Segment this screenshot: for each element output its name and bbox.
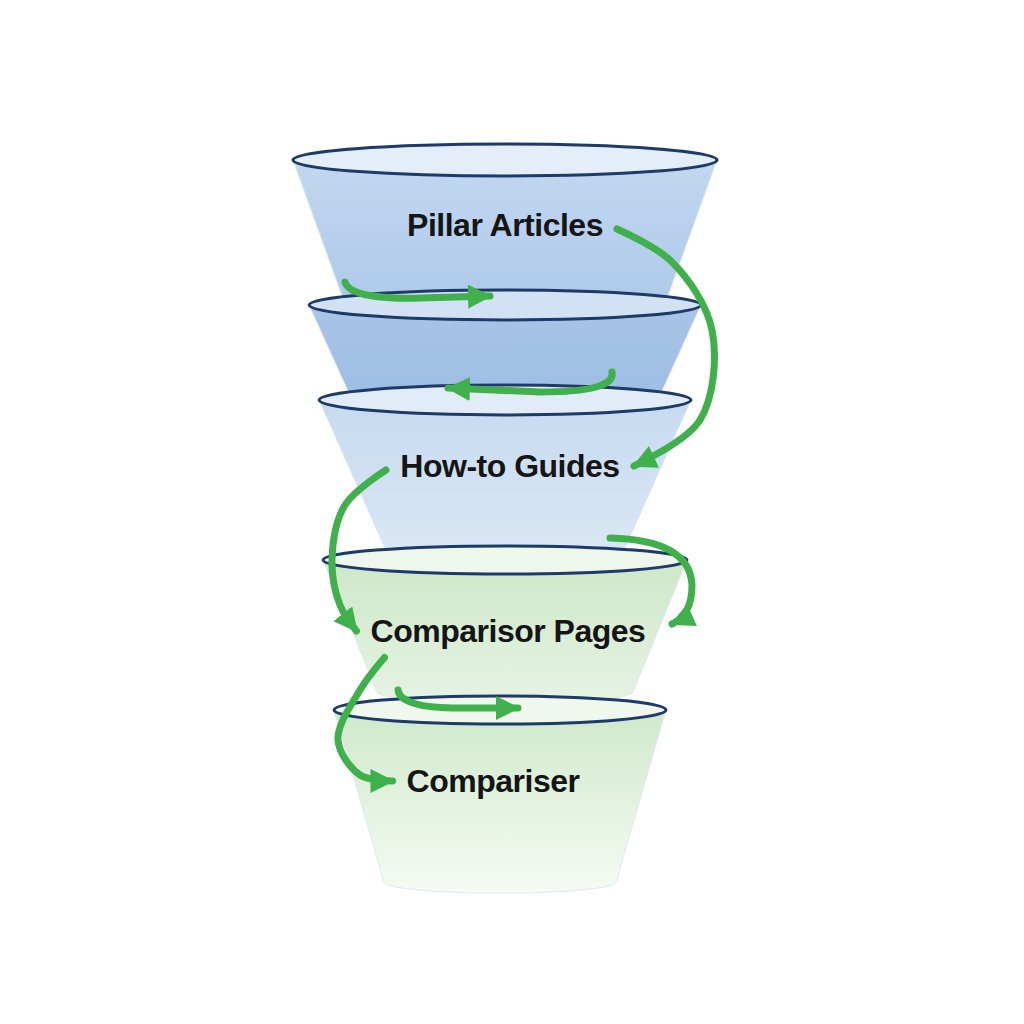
flow-arrow bbox=[345, 282, 490, 298]
bowl-rim bbox=[293, 144, 717, 176]
flow-arrow bbox=[610, 538, 692, 624]
flow-arrow bbox=[398, 690, 518, 708]
flow-arrow bbox=[448, 372, 612, 392]
funnel-stage: Compariser bbox=[397, 759, 590, 804]
bowl-body bbox=[319, 400, 691, 578]
funnel-stage: How-to Guides bbox=[390, 444, 630, 489]
flow-arrow bbox=[338, 658, 393, 782]
funnel-stage: Comparisor Pages bbox=[361, 609, 656, 654]
stage-label: How-to Guides bbox=[400, 448, 619, 485]
bowl-rim bbox=[323, 546, 687, 574]
funnel-bowl bbox=[334, 696, 666, 893]
stage-label: Pillar Articles bbox=[407, 207, 603, 244]
funnel-stage: Pillar Articles bbox=[397, 203, 613, 248]
bowl-body bbox=[334, 710, 666, 893]
funnel-bowl bbox=[309, 290, 701, 414]
bowl-body bbox=[323, 560, 687, 703]
stage-label: Comparisor Pages bbox=[371, 613, 646, 650]
stage-label: Compariser bbox=[407, 763, 580, 800]
funnel-bowl bbox=[323, 546, 687, 703]
flow-arrow bbox=[332, 470, 386, 631]
flow-arrow bbox=[617, 229, 714, 466]
